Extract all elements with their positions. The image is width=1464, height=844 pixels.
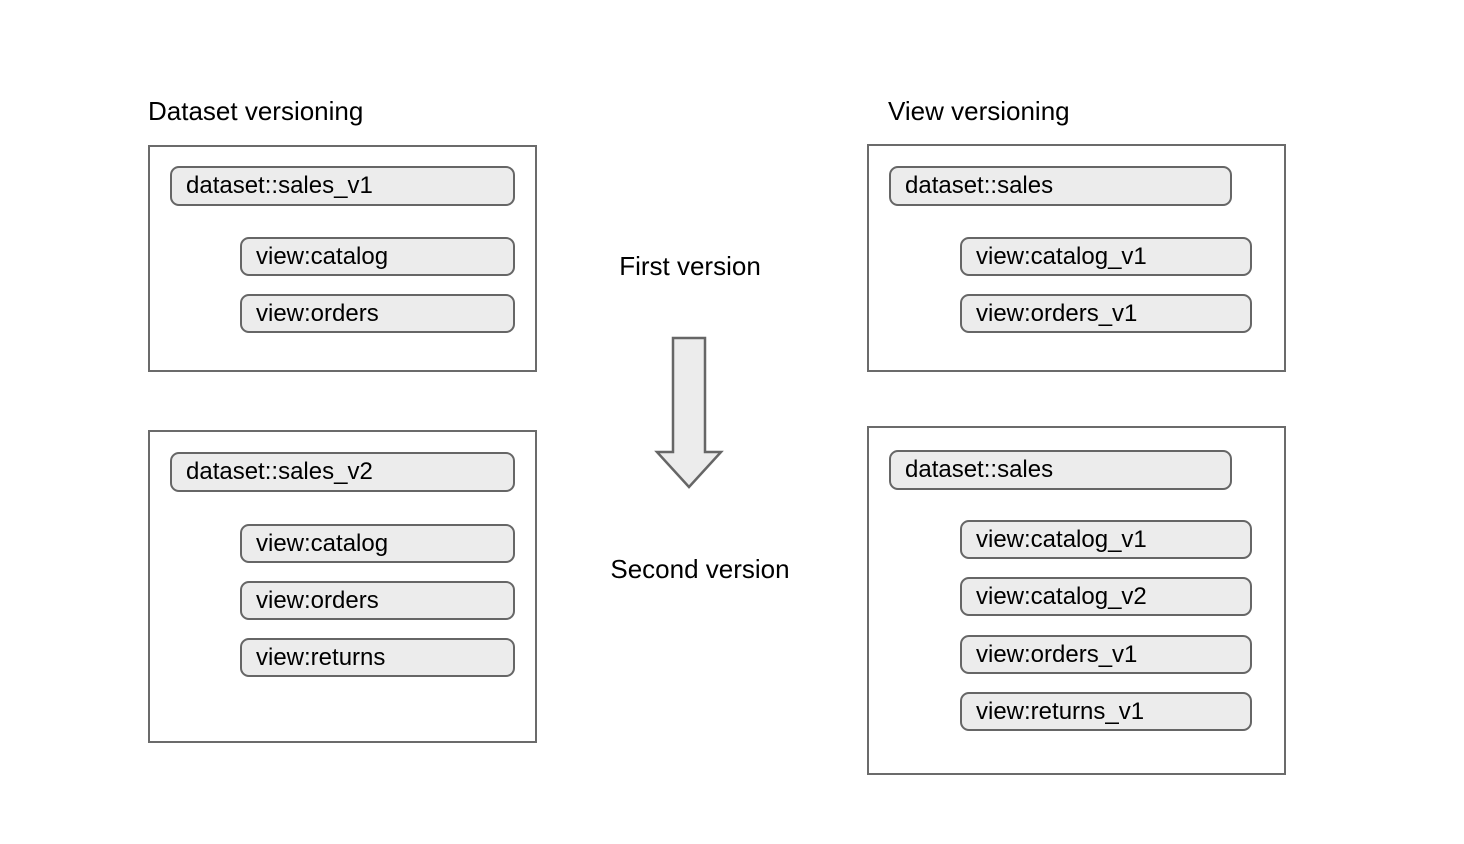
group-box-dataset-v1: dataset::sales_v1 view:catalog view:orde… xyxy=(148,145,537,372)
view-pill[interactable]: view:catalog_v2 xyxy=(960,577,1252,616)
view-pill[interactable]: view:returns_v1 xyxy=(960,692,1252,731)
group-box-view-v1: dataset::sales view:catalog_v1 view:orde… xyxy=(867,144,1286,372)
view-pill[interactable]: view:orders_v1 xyxy=(960,294,1252,333)
dataset-pill[interactable]: dataset::sales xyxy=(889,166,1232,206)
second-version-label: Second version xyxy=(610,554,790,584)
view-pill[interactable]: view:orders xyxy=(240,581,515,620)
group-box-view-v2: dataset::sales view:catalog_v1 view:cata… xyxy=(867,426,1286,775)
column-heading-dataset-versioning: Dataset versioning xyxy=(148,96,364,126)
group-box-dataset-v2: dataset::sales_v2 view:catalog view:orde… xyxy=(148,430,537,743)
view-pill[interactable]: view:catalog xyxy=(240,237,515,276)
view-pill[interactable]: view:catalog xyxy=(240,524,515,563)
view-pill[interactable]: view:orders_v1 xyxy=(960,635,1252,674)
view-pill[interactable]: view:catalog_v1 xyxy=(960,520,1252,559)
first-version-label: First version xyxy=(619,251,761,281)
view-pill[interactable]: view:catalog_v1 xyxy=(960,237,1252,276)
view-pill[interactable]: view:returns xyxy=(240,638,515,677)
dataset-pill[interactable]: dataset::sales_v2 xyxy=(170,452,515,492)
dataset-pill[interactable]: dataset::sales_v1 xyxy=(170,166,515,206)
dataset-pill[interactable]: dataset::sales xyxy=(889,450,1232,490)
view-pill[interactable]: view:orders xyxy=(240,294,515,333)
arrow-down-icon xyxy=(653,336,725,490)
column-heading-view-versioning: View versioning xyxy=(888,96,1070,126)
